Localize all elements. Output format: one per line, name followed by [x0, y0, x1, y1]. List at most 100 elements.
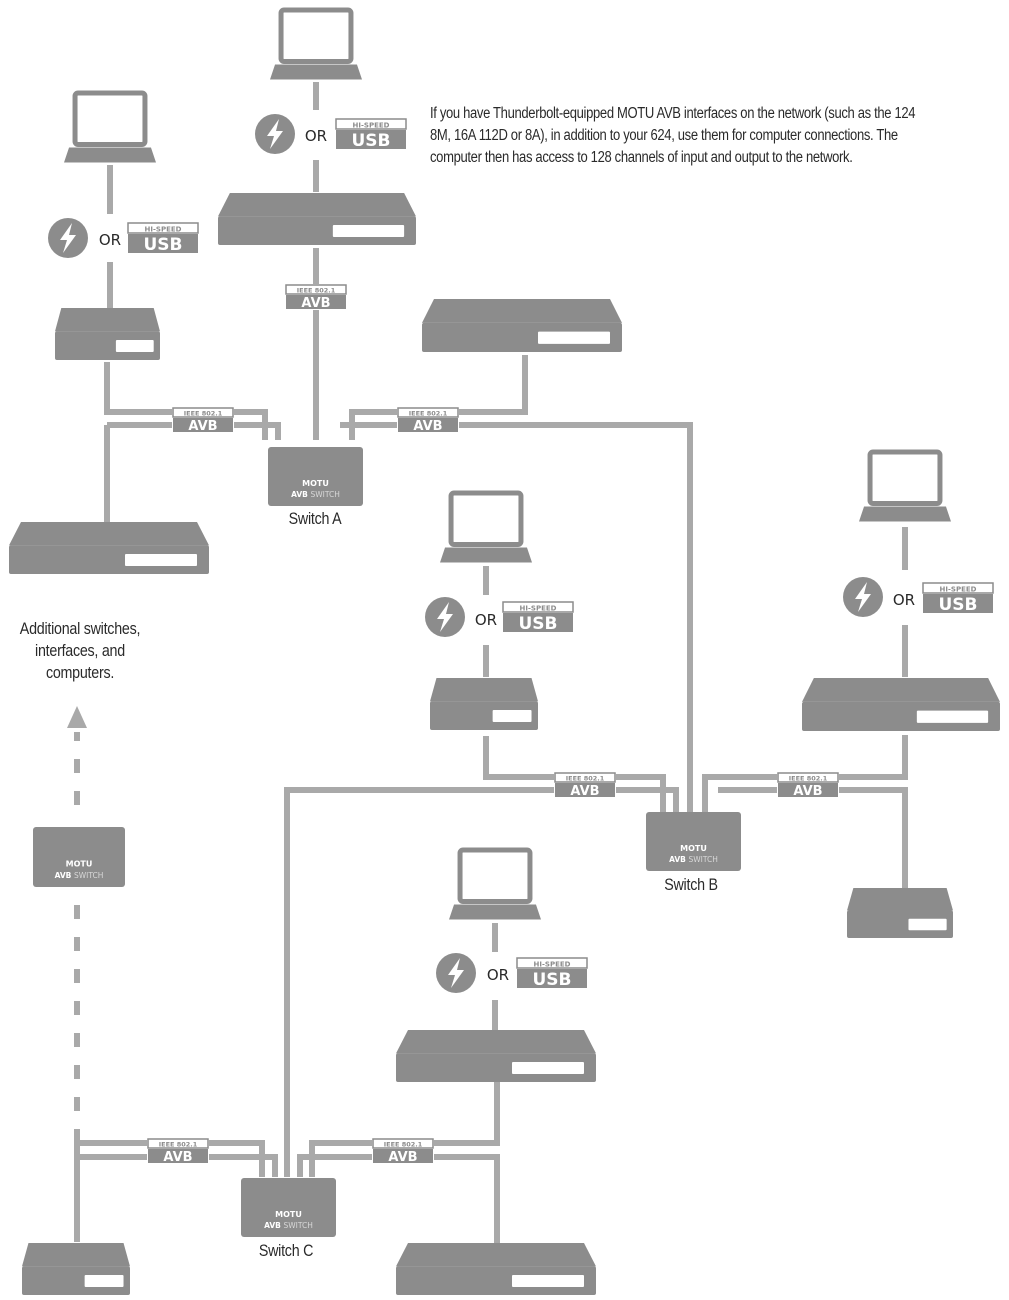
laptop-screen: [72, 90, 148, 148]
interface-bottom-right: [847, 888, 953, 938]
avb-badge-main: [778, 783, 838, 797]
switch-brand: MOTU: [275, 1210, 302, 1219]
usb-badge-hispeed: HI-SPEED: [534, 961, 571, 969]
interface-display: [332, 224, 405, 237]
or-label-1: OR: [99, 231, 121, 249]
laptop-screen: [457, 847, 533, 905]
avb-badge-text: AVB: [570, 784, 599, 799]
avb-badge-ieee: IEEE 802.1: [789, 775, 828, 783]
additional-note-line-3: computers.: [45, 663, 115, 682]
usb-badge-hispeed: HI-SPEED: [520, 605, 557, 613]
interface-top: [847, 888, 953, 911]
interface-bottom-center: [396, 1030, 596, 1082]
description-line-2: 8M, 16A 112D or 8A), in addition to your…: [430, 127, 898, 144]
usb-badge-text: USB: [143, 235, 182, 255]
interface-front: [847, 910, 953, 938]
interface-top: [55, 308, 160, 332]
interface-top: [430, 678, 538, 702]
switch-brand: MOTU: [66, 860, 93, 869]
interface-center: [430, 678, 538, 730]
thunderbolt-icon-5: [436, 953, 476, 993]
description-line-3: computer then has access to 128 channels…: [430, 149, 853, 166]
computer-4: [859, 449, 951, 522]
additional-note-line-1: Additional switches,: [19, 619, 141, 638]
interface-front: [22, 1266, 130, 1295]
description-text: If you have Thunderbolt-equipped MOTU AV…: [430, 103, 916, 169]
interface-top: [9, 522, 209, 546]
avb-badge-main: [373, 1149, 433, 1163]
expansion-arrow-head: [67, 706, 87, 728]
avb-badge-top: [372, 1138, 434, 1149]
interface-top: [22, 1243, 130, 1267]
cable-switch-c-to-switch-b: [284, 787, 679, 1177]
interface-top: [422, 299, 622, 323]
usb-badge-text: USB: [518, 614, 557, 634]
laptop-screen: [867, 449, 943, 507]
interface-front: [802, 701, 1000, 731]
laptop-base: [64, 147, 156, 163]
avb-badge-top: [554, 772, 616, 783]
usb-badge-top: [922, 582, 994, 594]
interface-top: [218, 193, 416, 217]
usb-badge-text: USB: [351, 131, 390, 151]
interface-mid-left: [9, 522, 209, 574]
switch-body: [33, 827, 125, 887]
avb-badge-main: [173, 418, 233, 432]
switch-c-label: Switch C: [258, 1241, 314, 1260]
avb-badge-main: [286, 295, 346, 309]
switch-brand: MOTU: [302, 479, 329, 488]
interface-top: [802, 678, 1000, 702]
interface-display: [538, 331, 610, 344]
avb-badge-ieee: IEEE 802.1: [159, 1141, 198, 1149]
laptop-screen: [278, 7, 354, 65]
interface-right: [802, 678, 1000, 731]
interface-display: [916, 710, 989, 723]
avb-badge-top: [285, 284, 347, 295]
avb-badge-top: [147, 1138, 209, 1149]
interface-top-center: [218, 193, 416, 245]
cable-bottom-right-interface-to-switch-b: [718, 787, 908, 888]
interface-display: [908, 918, 947, 931]
usb-badge-top: [516, 957, 588, 969]
interface-bottom-center-2: [396, 1243, 596, 1295]
switch-b-label: Switch B: [664, 875, 718, 894]
avb-badge-text: AVB: [413, 419, 442, 434]
usb-badge-hispeed: HI-SPEED: [940, 586, 977, 594]
or-label-2: OR: [305, 127, 327, 145]
avb-badge-text: AVB: [163, 1150, 192, 1165]
thunderbolt-bolt: [60, 223, 76, 253]
description-line-1: If you have Thunderbolt-equipped MOTU AV…: [430, 105, 916, 122]
interface-top: [396, 1030, 596, 1054]
interface-front: [430, 701, 538, 730]
usb-badge-hispeed: HI-SPEED: [353, 122, 390, 130]
laptop-base: [859, 506, 951, 522]
interface-front: [422, 322, 622, 352]
cable-bottom-interface-to-switch-a-2: [107, 422, 281, 440]
avb-badge-main: [555, 783, 615, 797]
computer-3: [440, 490, 532, 563]
interface-display: [492, 709, 532, 722]
interface-front: [218, 216, 416, 245]
usb-badge-text: USB: [938, 595, 977, 615]
cable-expansion-to-switch-c-2: [77, 1154, 278, 1177]
switch-body: [646, 812, 741, 871]
computer-1: [64, 90, 156, 163]
avb-badge-top: [777, 772, 839, 783]
laptop-base: [449, 904, 541, 920]
avb-badge-text: AVB: [388, 1150, 417, 1165]
avb-badge-text: AVB: [793, 784, 822, 799]
interface-display: [512, 1274, 584, 1287]
laptop-base: [270, 64, 362, 80]
avb-badge-text: AVB: [188, 419, 217, 434]
